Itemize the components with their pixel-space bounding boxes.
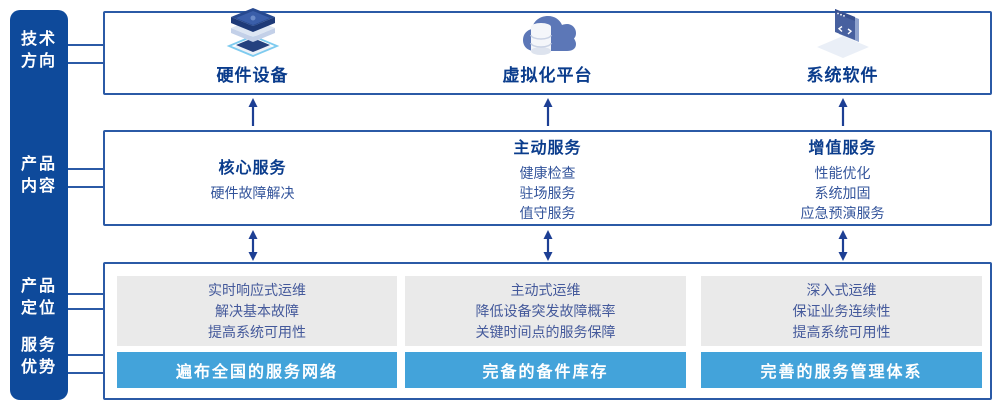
service-column-core: 核心服务 硬件故障解决 [105, 132, 400, 224]
service-item: 驻场服务 [519, 184, 576, 201]
connector-line [60, 293, 105, 295]
service-column-title: 核心服务 [218, 159, 287, 177]
positioning-column-deep: 深入式运维 保证业务连续性 提高系统可用性 完善的服务管理体系 [701, 264, 982, 398]
software-window-icon [814, 8, 872, 60]
service-item: 健康检查 [519, 164, 576, 181]
tech-item-hardware: 硬件设备 [105, 8, 400, 93]
arrow-up-down-icon [836, 230, 850, 261]
service-column-title: 增值服务 [808, 139, 877, 157]
advantage-bar: 完善的服务管理体系 [701, 352, 982, 388]
advantage-bar: 遍布全国的服务网络 [117, 352, 397, 388]
arrow-up-icon [541, 98, 555, 127]
positioning-line: 提高系统可用性 [208, 323, 306, 340]
tech-item-label: 虚拟化平台 [502, 66, 593, 85]
service-item: 性能优化 [814, 164, 871, 181]
arrow-up-down-icon [246, 230, 260, 261]
sidebar-label-product-positioning: 产品定位 [10, 276, 68, 320]
service-item: 系统加固 [814, 184, 871, 201]
service-item: 值守服务 [519, 204, 576, 221]
positioning-line: 实时响应式运维 [208, 281, 306, 298]
positioning-line: 主动式运维 [510, 281, 581, 298]
arrow-up-icon [246, 98, 260, 127]
service-item: 应急预演服务 [800, 204, 885, 221]
product-content-box: 核心服务 硬件故障解决 主动服务 健康检查 驻场服务 值守服务 增值服务 性能优… [103, 130, 992, 226]
connector-line [60, 186, 105, 188]
positioning-advantage-box: 实时响应式运维 解决基本故障 提高系统可用性 遍布全国的服务网络 主动式运维 降… [103, 262, 992, 400]
positioning-line: 提高系统可用性 [792, 323, 891, 340]
arrow-up-down-icon [541, 230, 555, 261]
sidebar-label-text: 服务优势 [20, 337, 57, 376]
service-column-value-added: 增值服务 性能优化 系统加固 应急预演服务 [695, 132, 990, 224]
positioning-line: 深入式运维 [806, 281, 877, 298]
service-column-proactive: 主动服务 健康检查 驻场服务 值守服务 [400, 132, 695, 224]
tech-item-system-software: 系统软件 [695, 9, 990, 93]
connector-line [60, 372, 105, 374]
connector-line [60, 62, 105, 64]
positioning-line: 降低设备突发故障概率 [475, 302, 616, 319]
category-sidebar: 技术方向 产品内容 产品定位 服务优势 [10, 10, 68, 400]
sidebar-label-text: 产品定位 [20, 278, 57, 317]
advantage-bar: 完备的备件库存 [405, 352, 686, 388]
positioning-line: 保证业务连续性 [792, 302, 891, 319]
arrow-up-icon [836, 98, 850, 127]
sidebar-label-text: 产品内容 [20, 156, 57, 195]
sidebar-label-product-content: 产品内容 [10, 154, 68, 198]
service-column-title: 主动服务 [513, 139, 582, 157]
tech-item-virtualization: 虚拟化平台 [400, 13, 695, 93]
connector-line [60, 308, 105, 310]
positioning-column-proactive: 主动式运维 降低设备突发故障概率 关键时间点的服务保障 完备的备件库存 [405, 264, 686, 398]
positioning-panel: 深入式运维 保证业务连续性 提高系统可用性 [701, 276, 982, 346]
sidebar-label-service-advantage: 服务优势 [10, 335, 68, 379]
positioning-line: 解决基本故障 [215, 302, 299, 319]
positioning-column-realtime: 实时响应式运维 解决基本故障 提高系统可用性 遍布全国的服务网络 [117, 264, 397, 398]
tech-direction-box: 硬件设备 虚拟化平台 [103, 8, 992, 95]
sidebar-label-tech-direction: 技术方向 [10, 29, 68, 73]
positioning-panel: 主动式运维 降低设备突发故障概率 关键时间点的服务保障 [405, 276, 686, 346]
tech-item-label: 系统软件 [806, 66, 879, 85]
positioning-line: 关键时间点的服务保障 [475, 323, 616, 340]
connector-line [60, 354, 105, 356]
connector-line [60, 168, 105, 170]
sidebar-label-text: 技术方向 [20, 31, 57, 70]
tech-item-label: 硬件设备 [216, 66, 289, 85]
positioning-panel: 实时响应式运维 解决基本故障 提高系统可用性 [117, 276, 397, 346]
cloud-database-icon [519, 10, 577, 60]
server-stack-icon [224, 6, 282, 60]
connector-line [60, 44, 105, 46]
service-item: 硬件故障解决 [210, 184, 295, 201]
